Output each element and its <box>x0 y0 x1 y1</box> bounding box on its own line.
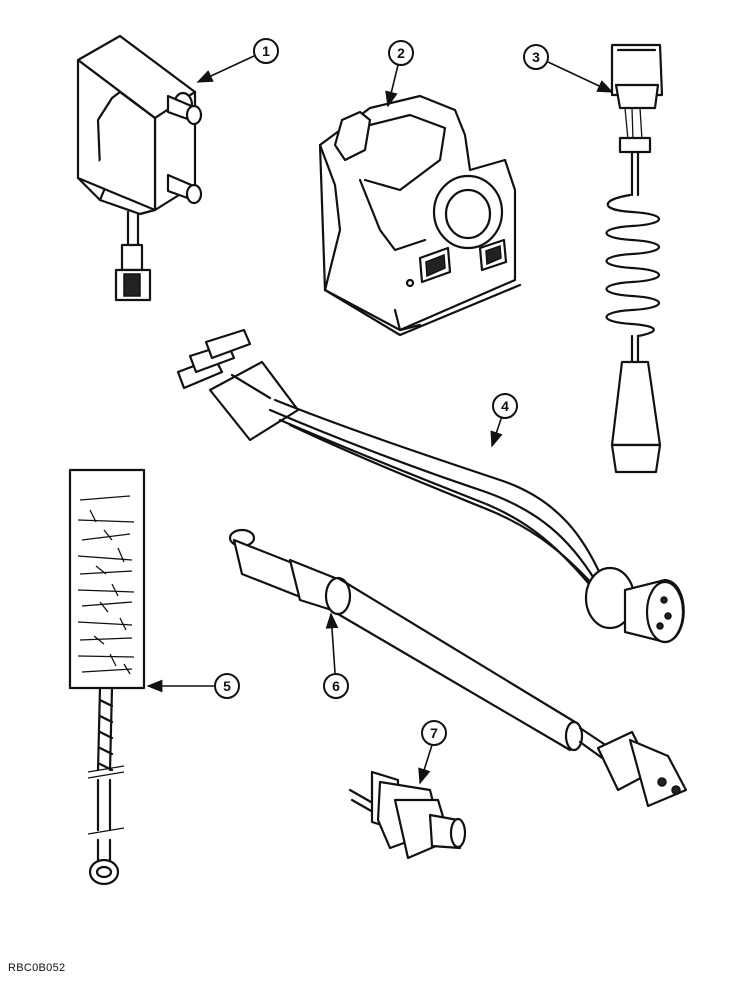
callout-6: 6 <box>323 612 349 699</box>
callout-5: 5 <box>146 673 240 699</box>
callout-7: 7 <box>418 720 447 785</box>
part-1-switch-block <box>76 34 203 302</box>
part-5-ground-strap <box>68 468 146 886</box>
svg-text:5: 5 <box>223 678 231 694</box>
svg-text:6: 6 <box>332 678 340 694</box>
reference-code: RBC0B052 <box>8 962 66 974</box>
svg-text:7: 7 <box>430 725 438 741</box>
callout-1: 1 <box>196 38 279 83</box>
part-2-switch-housing <box>318 94 522 337</box>
svg-text:3: 3 <box>532 49 540 65</box>
part-3-coiled-cord <box>605 43 664 474</box>
svg-text:2: 2 <box>397 45 405 61</box>
callout-3: 3 <box>523 44 614 93</box>
part-6-sensor-cable <box>228 528 688 808</box>
part-7-pressure-switch <box>348 770 467 860</box>
callout-4: 4 <box>490 393 518 448</box>
part-4-wiring-harness <box>176 328 685 644</box>
callout-2: 2 <box>385 40 414 108</box>
svg-text:4: 4 <box>501 398 509 414</box>
svg-text:1: 1 <box>262 43 270 59</box>
